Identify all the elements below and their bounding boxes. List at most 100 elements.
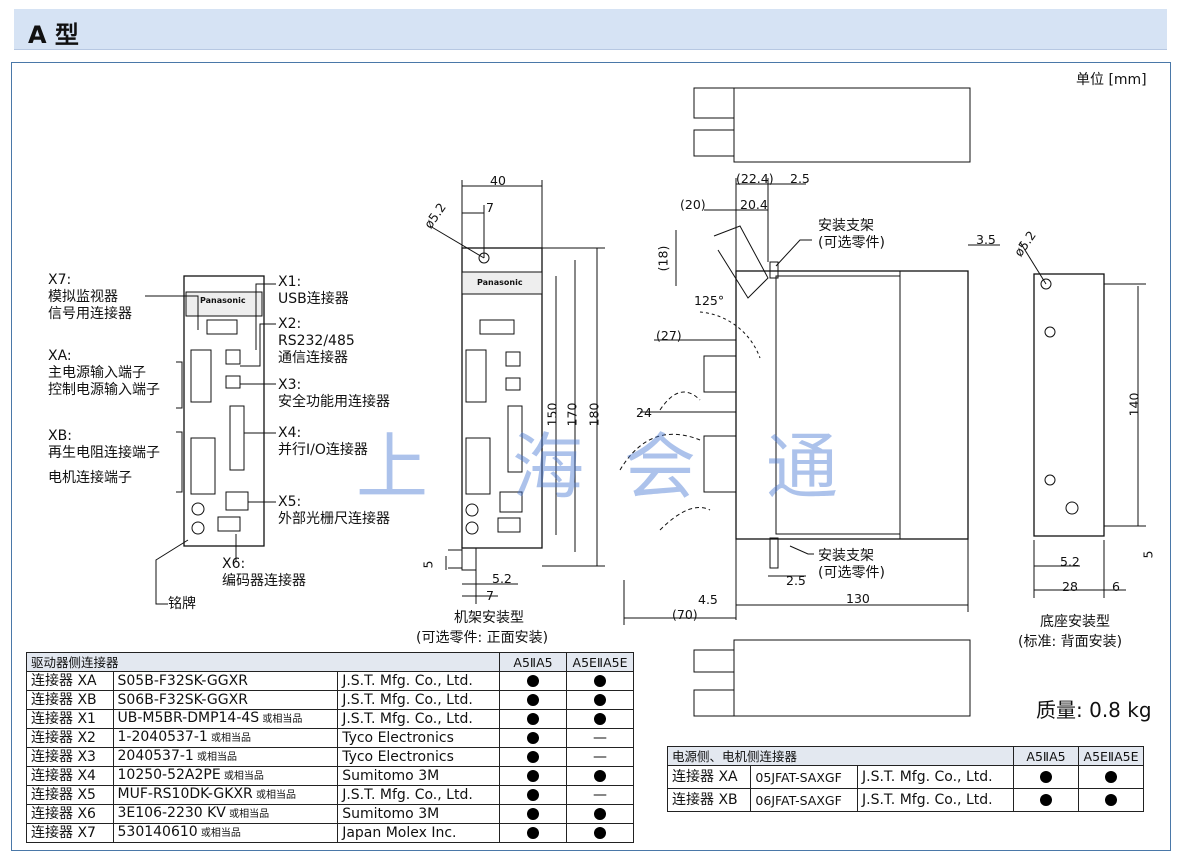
compat-a5 [1013, 765, 1079, 789]
base-mount-view [1019, 241, 1146, 598]
filled-dot-icon [594, 769, 606, 782]
or-equivalent-note: 或相当品 [252, 790, 296, 801]
part-number: 10250-52A2PE 或相当品 [112, 766, 339, 786]
or-equivalent-note: 或相当品 [220, 771, 264, 782]
dim-label: 6 [1112, 579, 1120, 594]
compat-a5e [566, 671, 634, 691]
callout-xb: XB:再生电阻连接端子 电机连接端子 [48, 428, 160, 486]
filled-dot-icon [527, 807, 539, 820]
part-number: 530140610 或相当品 [112, 823, 339, 843]
compat-a5e [566, 709, 634, 729]
dim-label: 130 [846, 591, 870, 606]
dim-label: (18) [655, 245, 671, 272]
filled-dot-icon [527, 674, 539, 687]
dim-label: 5.2 [1060, 554, 1080, 569]
filled-dot-icon [527, 769, 539, 782]
filled-dot-icon [1105, 793, 1117, 806]
compat-a5 [1013, 788, 1079, 812]
rack-mount-view [429, 180, 605, 604]
compat-a5e [1078, 765, 1144, 789]
compat-a5 [499, 709, 567, 729]
brand-logo: Panasonic [477, 278, 523, 287]
dim-label: 2.5 [786, 573, 806, 588]
part-number: S06B-F32SK-GGXR [112, 690, 339, 710]
dim-label: 20.4 [740, 197, 768, 212]
col-header: A5EⅡA5E [566, 652, 634, 672]
callout-x4: X4:并行I/O连接器 [278, 425, 368, 458]
filled-dot-icon [594, 674, 606, 687]
page-header: A 型 [14, 9, 1167, 50]
callout-x7: X7:模拟监视器信号用连接器 [48, 272, 132, 322]
filled-dot-icon [527, 750, 539, 763]
or-equivalent-note: 或相当品 [207, 733, 251, 744]
compat-a5e: — [566, 728, 634, 748]
compat-a5 [499, 766, 567, 786]
connector-name: 连接器 X5 [26, 785, 114, 805]
filled-dot-icon [594, 807, 606, 820]
callout-nameplate: 铭牌 [168, 596, 196, 612]
filled-dot-icon [1040, 793, 1052, 806]
filled-dot-icon [527, 731, 539, 744]
filled-dot-icon [594, 693, 606, 706]
filled-dot-icon [594, 712, 606, 725]
part-number: 3E106-2230 KV 或相当品 [112, 804, 339, 824]
manufacturer: J.S.T. Mfg. Co., Ltd. [337, 671, 500, 691]
compat-a5e [566, 804, 634, 824]
dim-label: (22.4) [736, 171, 774, 186]
manufacturer: Sumitomo 3M [337, 804, 500, 824]
connector-name: 连接器 X2 [26, 728, 114, 748]
dim-label: 5 [420, 560, 436, 569]
dim-label: 140 [1126, 392, 1142, 417]
watermark-char: 会 [624, 425, 697, 509]
watermark-char: 海 [512, 425, 585, 509]
compat-a5 [499, 747, 567, 767]
filled-dot-icon [1105, 770, 1117, 783]
dim-label: (70) [672, 607, 698, 622]
part-number: MUF-RS10DK-GKXR 或相当品 [112, 785, 339, 805]
or-equivalent-note: 或相当品 [259, 714, 303, 725]
part-number: 2040537-1 或相当品 [112, 747, 339, 767]
dim-label: 2.5 [790, 171, 810, 186]
brand-logo: Panasonic [200, 296, 246, 305]
manufacturer: J.S.T. Mfg. Co., Ltd. [337, 785, 500, 805]
col-header: A5EⅡA5E [1078, 746, 1144, 766]
callout-x5: X5:外部光栅尺连接器 [278, 494, 390, 527]
connector-name: 连接器 X6 [26, 804, 114, 824]
unit-label: 单位 [mm] [1076, 72, 1147, 88]
dim-label: 7 [486, 588, 494, 603]
dim-label: 180 [586, 402, 602, 427]
connector-name: 连接器 XA [666, 765, 752, 789]
compat-a5 [499, 690, 567, 710]
base-caption: 底座安装型 [1040, 614, 1110, 630]
compat-a5e: — [566, 785, 634, 805]
filled-dot-icon [527, 712, 539, 725]
compat-a5 [499, 728, 567, 748]
manufacturer: J.S.T. Mfg. Co., Ltd. [337, 690, 500, 710]
callout-leaders [145, 283, 276, 605]
connector-name: 连接器 XA [26, 671, 114, 691]
compat-a5e [1078, 788, 1144, 812]
part-number: 06JFAT-SAXGF [750, 788, 858, 812]
callout-xa: XA:主电源输入端子控制电源输入端子 [48, 348, 160, 398]
bracket-label-bottom: 安装支架(可选零件) [818, 548, 885, 581]
bracket-label-top: 安装支架(可选零件) [818, 218, 885, 251]
connector-name: 连接器 X3 [26, 747, 114, 767]
manufacturer: Japan Molex Inc. [337, 823, 500, 843]
table-title: 电源侧、电机侧连接器 [667, 746, 1014, 766]
manufacturer: J.S.T. Mfg. Co., Ltd. [857, 765, 1014, 789]
dim-label: (27) [656, 328, 682, 343]
dim-label: 24 [636, 405, 652, 420]
compat-a5e [566, 690, 634, 710]
dim-label: 150 [544, 402, 560, 427]
table-title: 驱动器侧连接器 [26, 652, 500, 672]
